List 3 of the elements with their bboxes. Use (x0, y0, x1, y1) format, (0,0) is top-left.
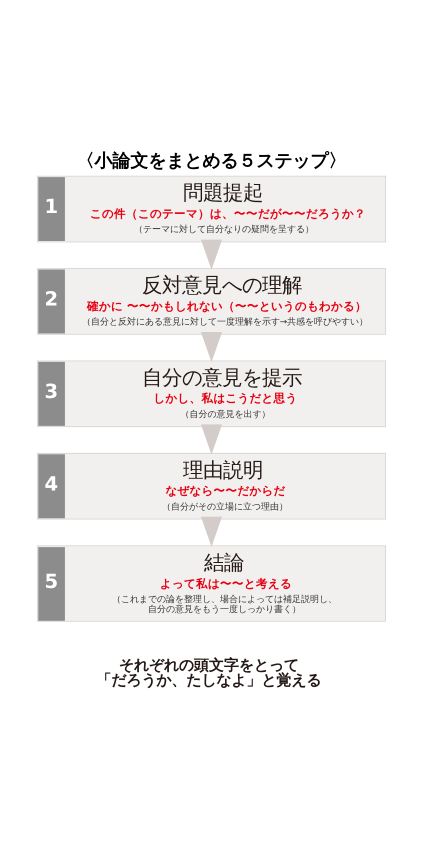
diagram-title: 〈小論文をまとめる５ステップ〉 (76, 151, 346, 172)
arrow (200, 424, 222, 455)
label: それぞれの頭文字をとって「だろうか、たしなよ」と覚える (96, 656, 322, 689)
